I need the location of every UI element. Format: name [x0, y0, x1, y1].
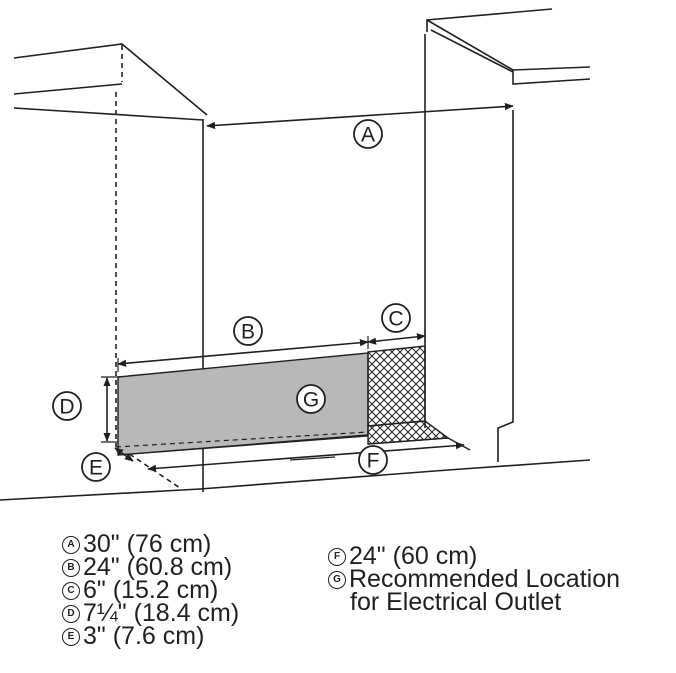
legend-badge-b: B	[62, 559, 80, 577]
floor	[0, 459, 591, 501]
legend-text-d: 7¼" (18.4 cm)	[83, 599, 240, 627]
legend-column-2: F 24" (60 cm) G Recommended Location for…	[328, 542, 620, 616]
legend-item-d: D 7¼" (18.4 cm)	[62, 599, 240, 627]
callout-c: C	[381, 303, 411, 333]
legend-text-b: 24" (60.8 cm)	[83, 553, 233, 581]
callout-d: D	[52, 391, 82, 421]
legend-item-a: A 30" (76 cm)	[62, 530, 239, 558]
callout-a-label: A	[361, 124, 375, 147]
callout-f-label: F	[367, 450, 380, 473]
legend-badge-a: A	[62, 536, 80, 554]
callout-b-label: B	[241, 321, 255, 344]
dimension-f	[147, 442, 465, 472]
legend-text-g-line1: Recommended Location	[349, 565, 620, 593]
legend-text-c: 6" (15.2 cm)	[83, 576, 219, 604]
dimension-e	[114, 447, 134, 462]
outlet-zone	[115, 352, 369, 456]
callout-a: A	[353, 119, 383, 149]
legend-item-b: B 24" (60.8 cm)	[62, 553, 239, 581]
callout-f: F	[358, 445, 388, 475]
left-cabinet	[13, 43, 208, 492]
legend-badge-g: G	[328, 571, 346, 589]
dimension-a	[206, 102, 514, 130]
legend-badge-c: C	[62, 582, 80, 600]
legend-text-g-line2: for Electrical Outlet	[350, 588, 562, 616]
callout-e-label: E	[89, 457, 103, 480]
legend-item-g-continued: for Electrical Outlet	[328, 588, 620, 616]
legend-item-c: C 6" (15.2 cm)	[62, 576, 239, 604]
legend-text-f: 24" (60 cm)	[349, 542, 478, 570]
legend-item-f: F 24" (60 cm)	[328, 542, 620, 570]
callout-c-label: C	[388, 308, 403, 331]
callout-b: B	[233, 316, 263, 346]
callout-d-label: D	[59, 396, 74, 419]
legend-item-e: E 3" (7.6 cm)	[62, 622, 239, 650]
legend-badge-d: D	[62, 605, 80, 623]
hatched-area	[367, 345, 471, 451]
legend-badge-e: E	[62, 628, 80, 646]
installation-diagram: A B C D E F G	[0, 8, 591, 501]
callout-g-label: G	[303, 389, 319, 412]
legend-column-1: A 30" (76 cm) B 24" (60.8 cm) C 6" (15.2…	[62, 530, 240, 650]
legend-badge-f: F	[328, 548, 346, 566]
callout-e: E	[81, 452, 111, 482]
legend-text-e: 3" (7.6 cm)	[83, 622, 205, 650]
dimension-d	[101, 376, 120, 443]
callout-g: G	[296, 384, 326, 414]
dimension-c	[367, 330, 426, 345]
legend-item-g: G Recommended Location	[328, 565, 620, 593]
legend-text-a: 30" (76 cm)	[83, 530, 212, 558]
right-cabinet	[424, 8, 591, 462]
